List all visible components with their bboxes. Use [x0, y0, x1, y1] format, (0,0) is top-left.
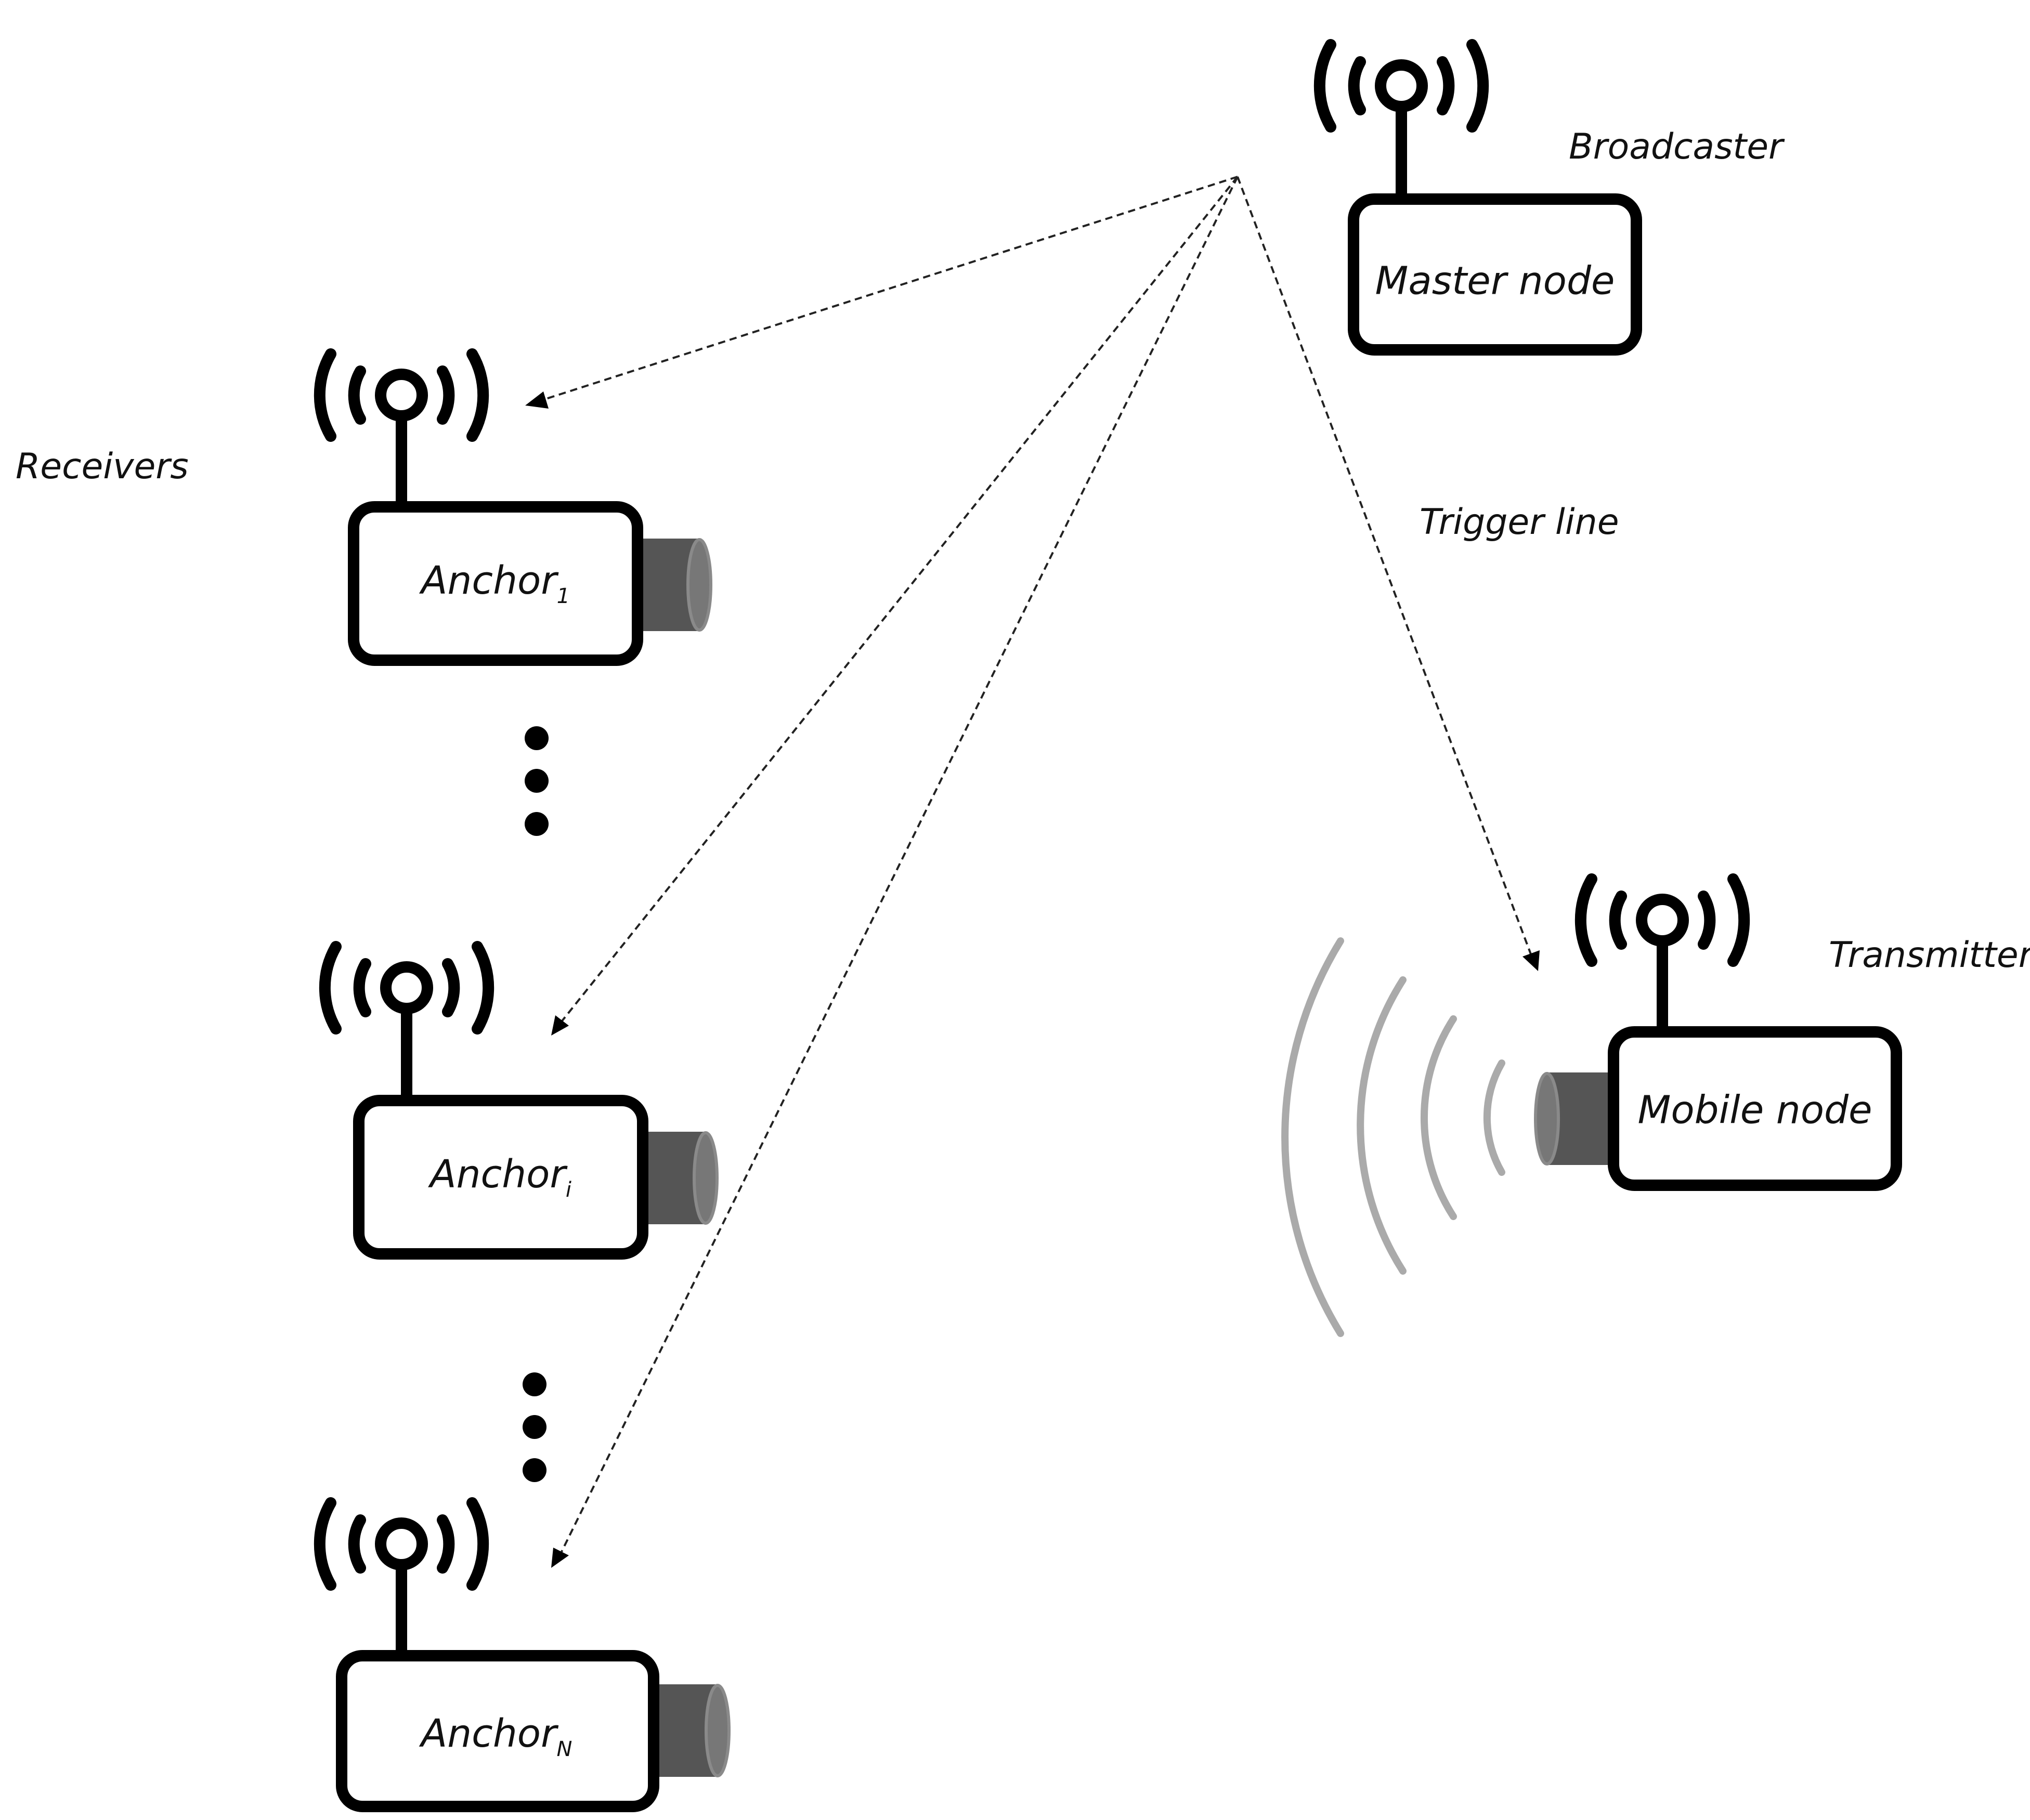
connector-icon: [655, 1684, 729, 1777]
trigger-lines: [525, 176, 1540, 1568]
trigger-line-to-mobile-node: [1237, 176, 1532, 956]
arrowhead-anchor-1: [525, 391, 549, 409]
master-node: Master node: [1320, 45, 1642, 356]
ellipsis-dots-lower: [523, 1372, 546, 1482]
anchor-1: Anchor1: [320, 354, 711, 666]
anchor-1-box: [348, 501, 643, 666]
arrowhead-anchor-i: [551, 1015, 569, 1036]
connector-icon: [637, 539, 711, 631]
mobile-node: Mobile node: [1535, 879, 1902, 1191]
connector-icon: [643, 1132, 717, 1224]
mobile-node-box: [1608, 1026, 1902, 1191]
anchor-i-box: [353, 1095, 648, 1260]
signal-waves-icon: [1281, 937, 1505, 1337]
antenna-icon: [1320, 45, 1483, 195]
anchor-n: AnchorN: [320, 1503, 729, 1812]
anchor-i-label: Anchori: [428, 1152, 571, 1202]
mobile-node-label: Mobile node: [1638, 1088, 1872, 1133]
antenna-icon: [320, 354, 483, 504]
arrowhead-anchor-n: [551, 1548, 569, 1568]
anchor-n-box: [336, 1650, 659, 1812]
master-node-label: Master node: [1375, 259, 1615, 304]
trigger-line-to-anchor-i: [561, 176, 1239, 1023]
arrowhead-mobile-node: [1522, 950, 1540, 971]
anchor-n-label: AnchorN: [419, 1711, 572, 1761]
anchor-i: Anchori: [325, 947, 717, 1260]
trigger-line-to-anchor-1: [538, 176, 1238, 402]
broadcaster-label: Broadcaster: [1569, 126, 1785, 167]
trigger-line-to-anchor-n: [561, 176, 1239, 1552]
trigger-line-label: Trigger line: [1420, 502, 1619, 543]
master-node-box: [1348, 193, 1642, 356]
antenna-icon: [325, 947, 488, 1097]
antenna-icon: [1581, 879, 1744, 1029]
antenna-icon: [320, 1503, 483, 1653]
receivers-label: Receivers: [16, 446, 189, 487]
transmitter-label: Transmitter: [1829, 935, 2030, 976]
anchor-1-label: Anchor1: [419, 558, 570, 608]
connector-icon: [1535, 1072, 1609, 1165]
ellipsis-dots-upper: [525, 726, 549, 836]
